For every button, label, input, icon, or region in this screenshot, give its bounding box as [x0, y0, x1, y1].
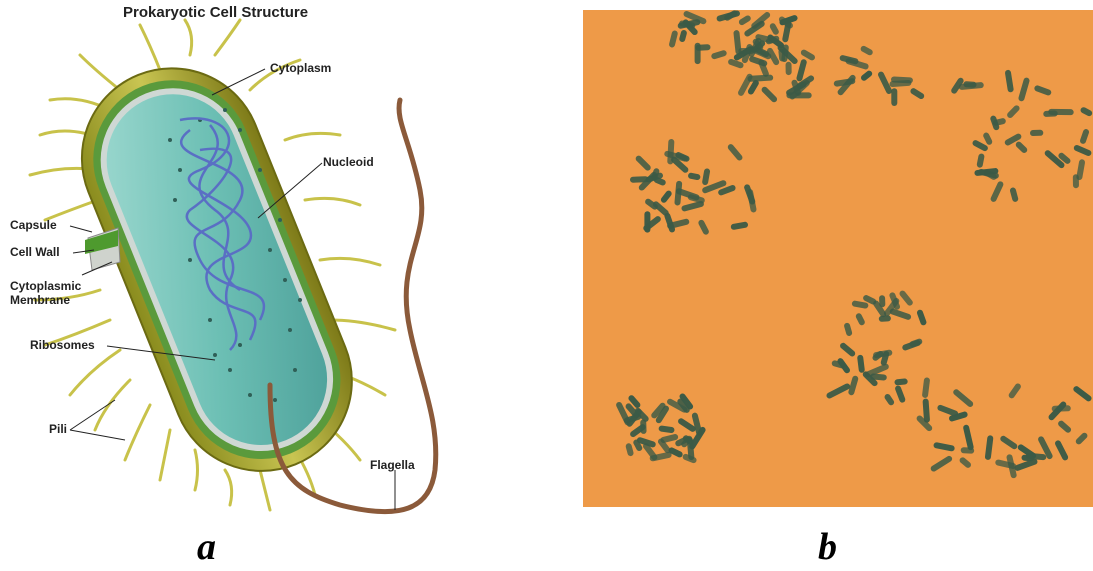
bacterium: [695, 43, 701, 64]
bacterium: [891, 88, 897, 106]
bacterium: [1073, 174, 1079, 188]
bacterium: [961, 447, 975, 454]
label-flagella: Flagella: [370, 459, 415, 472]
label-cell-wall: Cell Wall: [10, 246, 60, 259]
bacterium: [1048, 109, 1074, 115]
label-ribosomes: Ribosomes: [30, 339, 95, 352]
bacteria-micrograph: [583, 10, 1093, 507]
bacterium: [963, 81, 976, 88]
cutaway-layers: [85, 228, 120, 270]
micrograph-panel-b: [583, 10, 1093, 507]
label-cytoplasmic-membrane-line2: Membrane: [10, 294, 70, 307]
bacterium: [879, 315, 891, 322]
bacterium: [1030, 130, 1044, 136]
bacterium: [879, 295, 885, 307]
bacterium: [785, 62, 791, 75]
prokaryotic-cell-illustration: [0, 0, 560, 571]
diagram-panel-a: Prokaryotic Cell Structure Cytoplasm Nuc…: [0, 0, 560, 571]
diagram-title: Prokaryotic Cell Structure: [123, 4, 308, 21]
label-nucleoid: Nucleoid: [323, 156, 374, 169]
label-cytoplasm: Cytoplasm: [270, 62, 331, 75]
label-pili: Pili: [49, 423, 67, 436]
caption-b: b: [818, 525, 837, 569]
label-cytoplasmic-membrane-line1: Cytoplasmic: [10, 280, 81, 293]
label-capsule: Capsule: [10, 219, 57, 232]
cell-body: [55, 41, 379, 498]
caption-a: a: [197, 525, 216, 569]
